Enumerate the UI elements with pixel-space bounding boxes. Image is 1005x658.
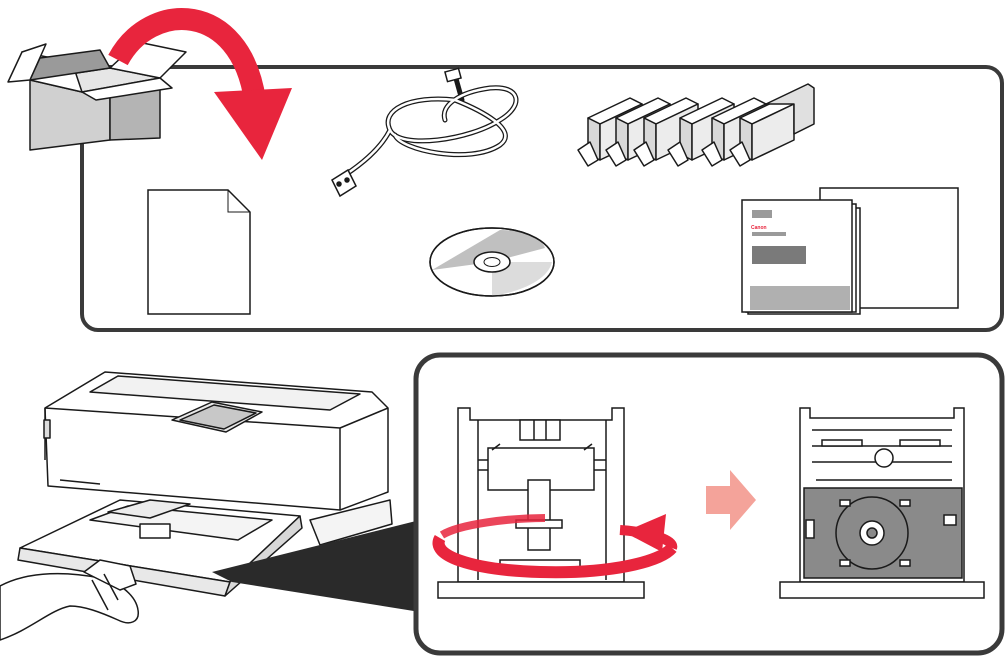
setup-sheet <box>148 190 250 314</box>
manual-brand-logo: Canon <box>751 225 767 231</box>
setup-cd-rom <box>430 228 554 296</box>
manuals <box>742 188 958 314</box>
cardboard-box <box>8 42 186 150</box>
hand <box>0 560 138 640</box>
cassette-disc-side-view <box>780 408 984 598</box>
